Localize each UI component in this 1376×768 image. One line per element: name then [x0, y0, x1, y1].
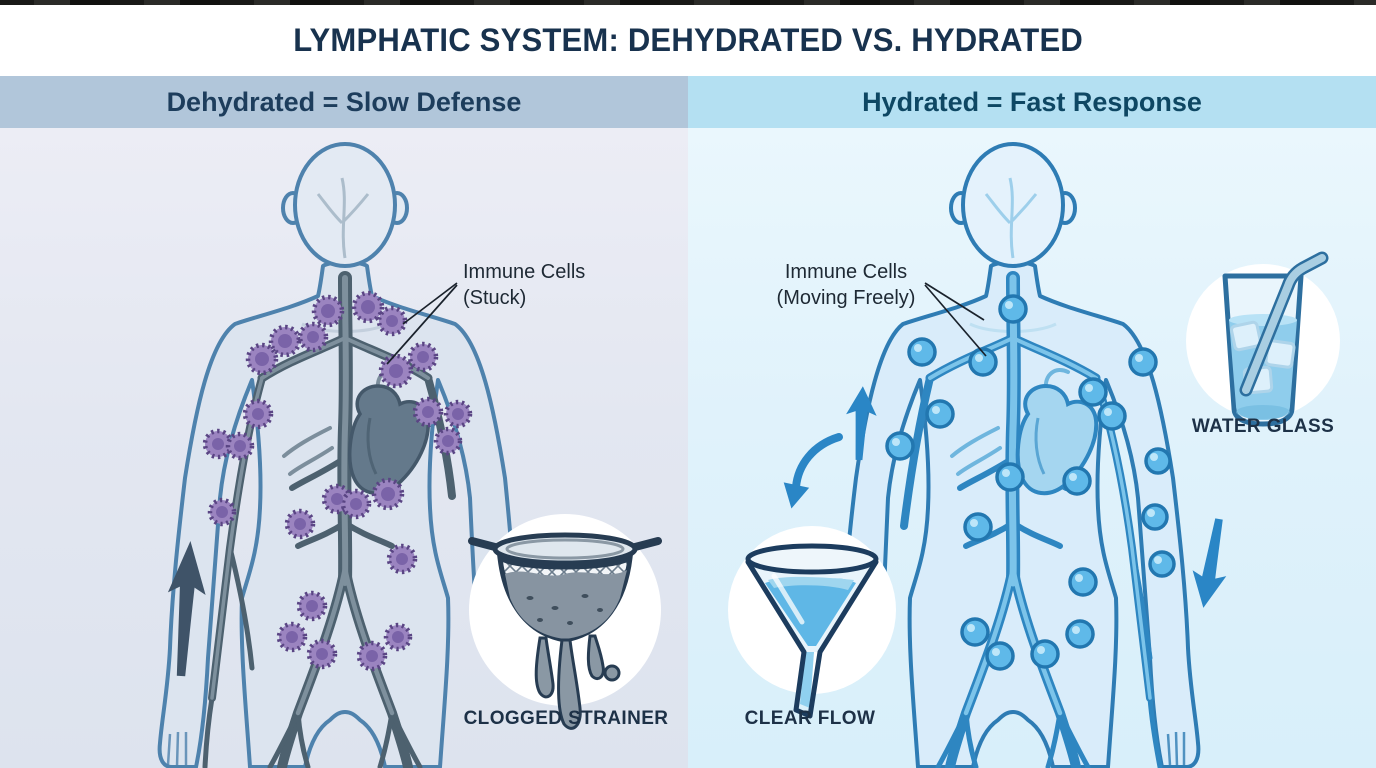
hydrated-body-figure	[843, 142, 1201, 768]
lymph-node-cells	[885, 294, 1176, 671]
dehydrated-scene	[157, 142, 662, 768]
immune-cells-stuck-label: Immune Cells (Stuck)	[463, 261, 586, 309]
clogged-strainer-caption: CLOGGED STRAINER	[463, 708, 669, 729]
clear-flow-funnel-icon	[728, 526, 896, 719]
clear-flow-caption: CLEAR FLOW	[744, 708, 876, 729]
page-title: LYMPHATIC SYSTEM: DEHYDRATED VS. HYDRATE…	[293, 22, 1083, 58]
up-arrow-icon	[167, 541, 206, 677]
water-glass-icon	[1186, 251, 1340, 427]
up-arrow-icon	[846, 386, 877, 461]
dehydrated-header-label: Dehydrated = Slow Defense	[166, 86, 522, 117]
hydrated-heart-icon	[950, 368, 1099, 495]
dehydrated-header: Dehydrated = Slow Defense	[0, 76, 688, 128]
water-glass-caption: WATER GLASS	[1191, 416, 1335, 437]
panel-headers: Dehydrated = Slow Defense Hydrated = Fas…	[0, 76, 1376, 128]
hydrated-scene	[728, 142, 1340, 768]
down-arrow-icon	[1192, 518, 1227, 608]
hydrated-lymph-vessels	[900, 271, 1163, 768]
curved-down-arrow-icon	[783, 433, 843, 509]
immune-cells-pointer-lines	[386, 282, 458, 365]
hydrated-header: Hydrated = Fast Response	[688, 76, 1376, 128]
title-bar: LYMPHATIC SYSTEM: DEHYDRATED VS. HYDRATE…	[0, 5, 1376, 76]
dehydrated-panel: Immune Cells (Stuck) CLOGGED STRAINER	[0, 128, 688, 768]
hydrated-header-label: Hydrated = Fast Response	[862, 86, 1202, 117]
hydrated-panel: Immune Cells (Moving Freely) CLEAR FLOW …	[688, 128, 1376, 768]
fast-flow-arrows	[783, 386, 1227, 608]
virus-cells	[202, 290, 473, 672]
immune-cells-pointer-lines	[924, 282, 987, 357]
clogged-strainer-icon	[468, 514, 662, 730]
immune-cells-moving-label: Immune Cells (Moving Freely)	[776, 261, 916, 309]
comparison-panels: Immune Cells (Stuck) CLOGGED STRAINER	[0, 128, 1376, 768]
top-edge-artifact	[0, 0, 1376, 5]
